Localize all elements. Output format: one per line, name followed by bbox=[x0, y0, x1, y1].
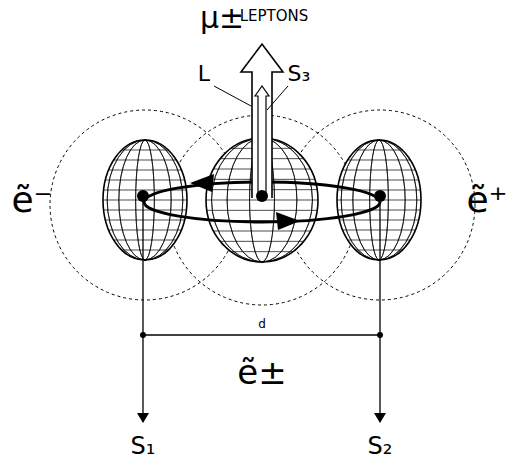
globe bbox=[103, 140, 187, 260]
leader-lines bbox=[214, 86, 288, 110]
particle-name: LEPTONS bbox=[240, 9, 309, 24]
dimension-label: d bbox=[258, 318, 266, 330]
particle-symbol: μ± bbox=[200, 3, 244, 33]
spin-arrows bbox=[143, 196, 380, 422]
particle-symbol: ẽ± bbox=[237, 355, 286, 389]
spin-label: S₂ bbox=[368, 434, 393, 458]
particle-symbol: ẽ⁻ bbox=[11, 182, 52, 218]
spin-label: S₁ bbox=[131, 434, 156, 458]
angular-momentum-arrow bbox=[241, 44, 283, 198]
spin-label: S₃ bbox=[288, 63, 311, 85]
particle-dots bbox=[137, 190, 386, 202]
particle-symbol: ẽ⁺ bbox=[466, 182, 507, 218]
globe bbox=[337, 140, 421, 260]
momentum-label: L bbox=[198, 63, 210, 85]
